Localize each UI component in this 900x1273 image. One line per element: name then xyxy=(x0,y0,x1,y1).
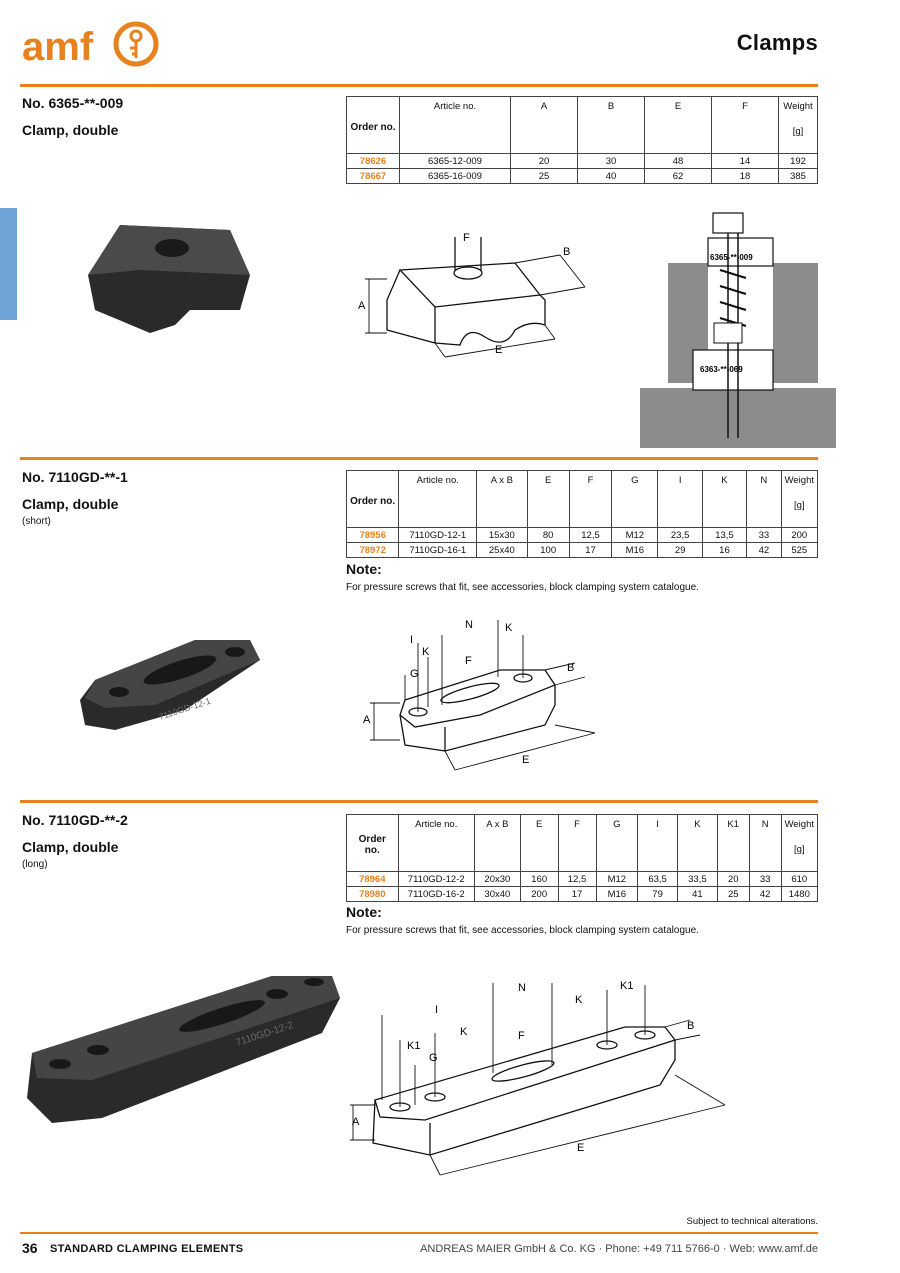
product-photo-clamp-long: 7110GD-12-2 xyxy=(27,976,340,1123)
footer-company: ANDREAS MAIER GmbH & Co. KG · Phone: +49… xyxy=(420,1243,818,1255)
svg-text:I: I xyxy=(410,634,413,646)
logo-text: amf xyxy=(22,25,94,69)
note-heading: Note: xyxy=(346,561,382,577)
note-text: For pressure screws that fit, see access… xyxy=(346,582,699,593)
col-header: K xyxy=(701,470,748,528)
svg-text:F: F xyxy=(518,1030,525,1042)
col-weight: Weight[g] xyxy=(780,814,819,872)
product-number: No. 6365-**-009 xyxy=(22,95,124,111)
section-divider xyxy=(20,800,818,803)
svg-text:E: E xyxy=(495,344,502,356)
col-header: E xyxy=(644,96,712,154)
svg-text:K: K xyxy=(422,646,430,658)
col-header: A xyxy=(510,96,578,154)
svg-text:G: G xyxy=(410,668,419,680)
page-title: Clamps xyxy=(736,30,818,55)
spec-table: Order no. Article no. A B E F Weight[g] … xyxy=(346,96,818,184)
product-name: Clamp, double xyxy=(22,496,119,512)
technical-drawing-clamp-double: F B A E xyxy=(358,232,586,358)
note-heading: Note: xyxy=(346,904,382,920)
product-name: Clamp, double xyxy=(22,839,119,855)
svg-text:A: A xyxy=(352,1116,360,1128)
col-order-no: Order no. xyxy=(346,96,400,154)
col-header: F xyxy=(711,96,779,154)
col-weight: Weight[g] xyxy=(778,96,818,154)
svg-text:6365-**-009: 6365-**-009 xyxy=(710,253,753,262)
section-divider xyxy=(20,457,818,460)
svg-text:N: N xyxy=(518,982,526,994)
product-name: Clamp, double xyxy=(22,122,119,138)
technical-drawing-clamp-long: I N K K1 K K1 F G B A E xyxy=(350,980,726,1176)
col-header: K xyxy=(676,814,718,872)
col-header: E xyxy=(519,814,559,872)
svg-text:K: K xyxy=(505,622,513,634)
footer-section-title: STANDARD CLAMPING ELEMENTS xyxy=(50,1243,244,1255)
col-header: Article no. xyxy=(398,470,478,528)
assembly-drawing: 6365-**-009 6363-**-069 xyxy=(640,212,836,448)
svg-text:B: B xyxy=(687,1020,694,1032)
note-text: For pressure screws that fit, see access… xyxy=(346,925,699,936)
svg-text:K1: K1 xyxy=(407,1040,420,1052)
col-header: A x B xyxy=(476,470,528,528)
spec-table: Order no. Article no. A x B E F G I K N … xyxy=(345,470,819,558)
col-header: Article no. xyxy=(399,96,511,154)
svg-text:I: I xyxy=(435,1004,438,1016)
col-header: K1 xyxy=(716,814,750,872)
page-number: 36 xyxy=(22,1240,38,1256)
col-header: G xyxy=(595,814,639,872)
svg-text:K: K xyxy=(460,1026,468,1038)
product-variant: (short) xyxy=(22,516,51,527)
col-header: E xyxy=(526,470,570,528)
product-photo-clamp-short: 7110GD-12-1 xyxy=(80,640,260,730)
product-number: No. 7110GD-**-1 xyxy=(22,469,128,485)
svg-text:A: A xyxy=(358,300,366,312)
col-header: F xyxy=(568,470,613,528)
col-order-no: Order no. xyxy=(345,470,400,528)
amf-logo: amf xyxy=(22,21,159,69)
svg-text:F: F xyxy=(465,655,472,667)
product-variant: (long) xyxy=(22,859,48,870)
col-header: Article no. xyxy=(397,814,475,872)
svg-text:E: E xyxy=(577,1142,584,1154)
svg-text:B: B xyxy=(563,246,570,258)
product-photo-clamp-double xyxy=(88,225,250,333)
footer-divider xyxy=(20,1232,818,1234)
col-header: I xyxy=(657,470,703,528)
svg-text:N: N xyxy=(465,619,473,631)
col-header: N xyxy=(748,814,782,872)
section-divider xyxy=(20,84,818,87)
col-header: A x B xyxy=(473,814,521,872)
svg-text:A: A xyxy=(363,714,371,726)
svg-text:B: B xyxy=(567,662,574,674)
col-header: N xyxy=(746,470,782,528)
col-weight: Weight[g] xyxy=(780,470,819,528)
col-header: B xyxy=(577,96,645,154)
side-tab xyxy=(0,208,17,320)
svg-text:K1: K1 xyxy=(620,980,633,992)
col-header: I xyxy=(637,814,678,872)
svg-text:K: K xyxy=(575,994,583,1006)
spec-table: Order no. Article no. A x B E F G I K K1… xyxy=(346,814,819,902)
technical-drawing-clamp-short: I N K K F G B A E xyxy=(363,619,596,771)
col-header: F xyxy=(557,814,597,872)
svg-text:E: E xyxy=(522,754,529,766)
product-number: No. 7110GD-**-2 xyxy=(22,812,128,828)
disclaimer: Subject to technical alterations. xyxy=(686,1216,819,1227)
col-header: G xyxy=(611,470,659,528)
svg-text:F: F xyxy=(463,232,470,244)
svg-text:6363-**-069: 6363-**-069 xyxy=(700,365,743,374)
svg-text:G: G xyxy=(429,1052,438,1064)
col-order-no: Order no. xyxy=(346,814,399,872)
